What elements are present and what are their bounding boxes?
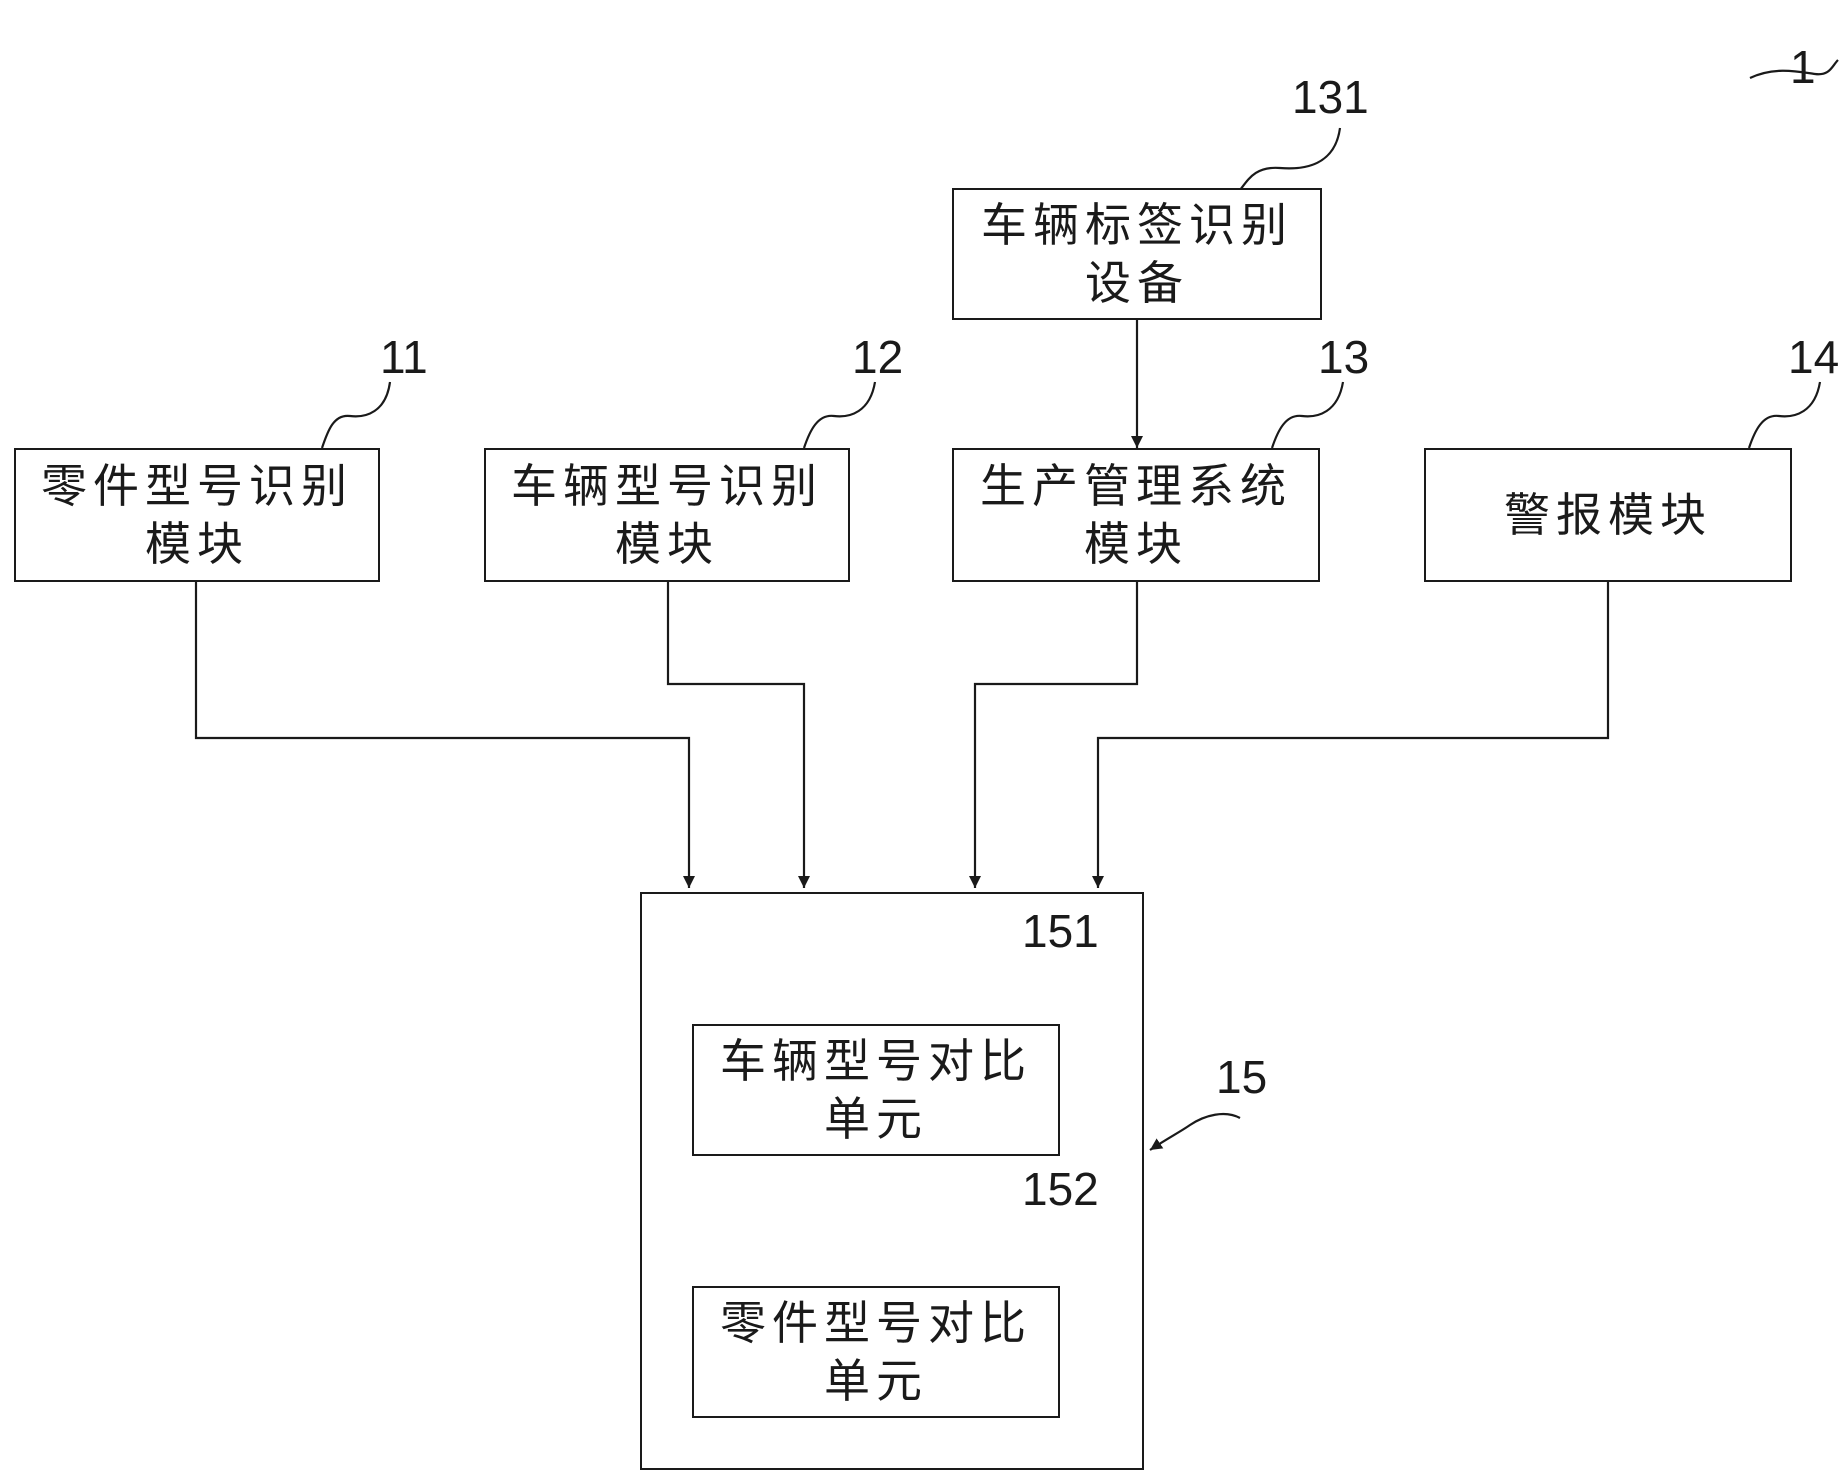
- ref-14: 14: [1788, 331, 1840, 383]
- leader-12: [802, 381, 877, 449]
- ref-15: 15: [1216, 1051, 1268, 1103]
- production-management-module: 生产管理系统 模块: [952, 448, 1320, 582]
- part-model-comparison-unit: 零件型号对比 单元: [692, 1286, 1060, 1418]
- ref-131: 131: [1292, 71, 1369, 123]
- leader-11: [320, 381, 392, 449]
- leader-131: [1239, 127, 1342, 191]
- block-label-line: 单元: [824, 1354, 928, 1408]
- block-label-line: 设备: [1085, 256, 1189, 310]
- vehicle-model-comparison-unit: 车辆型号对比 单元: [692, 1024, 1060, 1156]
- ref-11: 11: [380, 331, 428, 383]
- arrow-vehicle-model-to-compare: [666, 582, 810, 888]
- vehicle-model-recognition-module: 车辆型号识别 模块: [484, 448, 850, 582]
- diagram-ref-label: 1: [1790, 41, 1816, 93]
- ref-12: 12: [852, 331, 904, 383]
- block-label-line: 生产管理系统: [980, 459, 1292, 513]
- block-label-line: 模块: [145, 517, 249, 571]
- leader-13: [1270, 381, 1345, 449]
- block-label-line: 模块: [1084, 517, 1188, 571]
- leader-15: [1149, 1112, 1241, 1151]
- part-model-recognition-module: 零件型号识别 模块: [14, 448, 380, 582]
- vehicle-tag-recognition-device: 车辆标签识别 设备: [952, 188, 1322, 320]
- arrow-alarm-to-compare: [1092, 582, 1610, 888]
- block-label-line: 零件型号识别: [41, 459, 353, 513]
- ref-13: 13: [1318, 331, 1370, 383]
- block-label-line: 车辆标签识别: [981, 198, 1293, 252]
- ref-151: 151: [1022, 905, 1099, 957]
- block-label-line: 车辆型号识别: [511, 459, 823, 513]
- arrow-part-model-to-compare: [194, 582, 695, 888]
- block-label-line: 零件型号对比: [720, 1296, 1032, 1350]
- leader-1: [1749, 59, 1839, 79]
- ref-152: 152: [1022, 1163, 1099, 1215]
- block-label-line: 单元: [824, 1092, 928, 1146]
- block-label-line: 模块: [615, 517, 719, 571]
- block-label-line: 警报模块: [1504, 488, 1712, 542]
- block-label-line: 车辆型号对比: [720, 1034, 1032, 1088]
- arrow-production-to-compare: [969, 582, 1139, 888]
- alarm-module: 警报模块: [1424, 448, 1792, 582]
- leader-14: [1747, 381, 1822, 449]
